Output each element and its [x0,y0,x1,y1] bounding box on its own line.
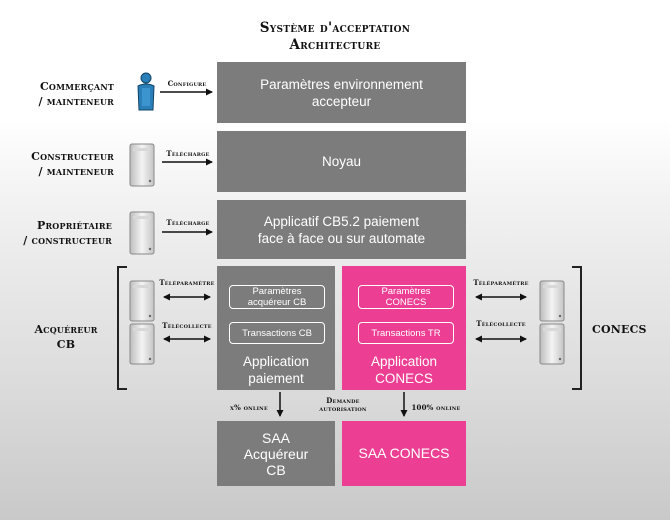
label-telecharge-2: Télécharge [166,218,210,227]
label-telecollecte-right: Télécollecte [476,319,526,328]
server-icon [539,280,565,322]
label-teleparametre-right: Téléparamètre [473,278,529,287]
label-configure: Configure [167,79,207,88]
right-bracket [572,266,582,390]
left-bracket [117,266,127,390]
box-noyau: Noyau [217,131,466,192]
diagram-title: Système d'acceptation Architecture [259,20,411,53]
server-icon [129,143,155,187]
server-icon [129,280,155,322]
server-icon [129,211,155,255]
actor-commercant: Commerçant/ mainteneur [38,80,114,108]
label-online-pct: x% online [230,403,268,412]
box-saa-conecs: SAA CONECS [342,421,466,486]
box-transactions-tr: Transactions TR [358,322,454,344]
server-icon [539,323,565,365]
actor-proprietaire: Propriétaire/ constructeur [23,219,112,247]
label-telecollecte-left: Télécollecte [162,321,212,330]
actor-conecs: CONECS [592,323,647,336]
label-telecharge-1: Télécharge [166,149,210,158]
actor-constructeur: Constructeur/ mainteneur [31,150,114,178]
label-online-100: 100% online [411,403,461,412]
box-transactions-cb: Transactions CB [229,322,325,344]
label-teleparametre-left: Téléparamètre [159,278,215,287]
server-icon [129,323,155,365]
user-icon [137,72,155,111]
